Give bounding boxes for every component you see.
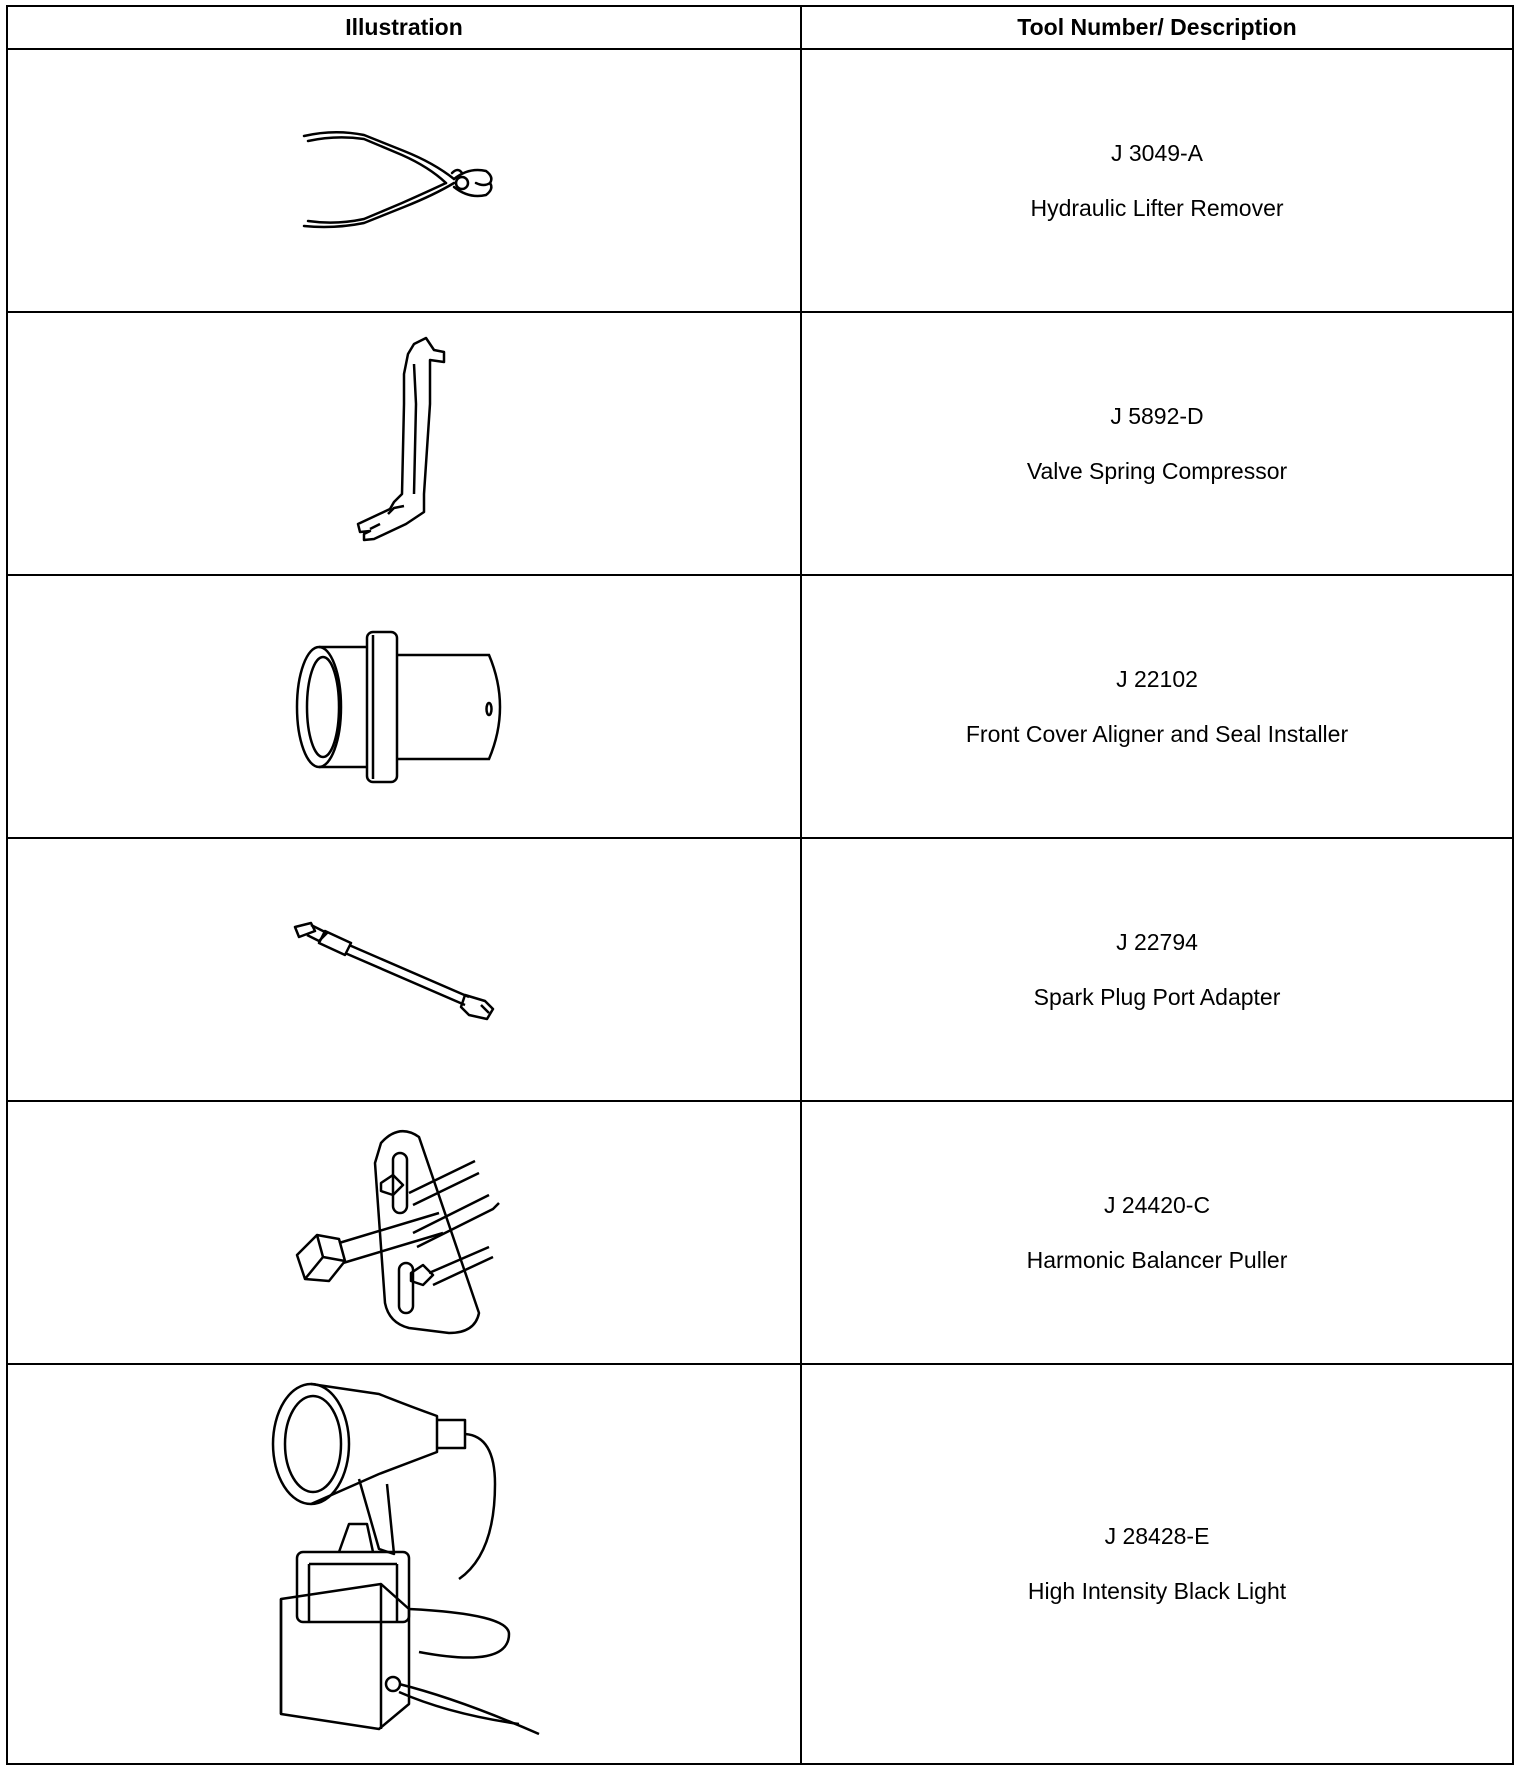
- table-row: J 3049-A Hydraulic Lifter Remover: [6, 48, 1514, 313]
- header-tool-description: Tool Number/ Description: [800, 5, 1514, 50]
- black-light-icon: [271, 1382, 540, 1736]
- special-tools-table: Illustration Tool Number/ Description: [6, 5, 1514, 1765]
- spark-plug-adapter-icon: [293, 921, 495, 1020]
- table-row: J 24420-C Harmonic Balancer Puller: [6, 1100, 1514, 1365]
- description-cell: J 3049-A Hydraulic Lifter Remover: [800, 48, 1514, 313]
- tool-description: Hydraulic Lifter Remover: [1030, 194, 1284, 221]
- illustration-cell: [6, 1100, 802, 1365]
- tool-number: J 22794: [1116, 928, 1198, 955]
- header-illustration: Illustration: [6, 5, 802, 50]
- table-row: J 22102 Front Cover Aligner and Seal Ins…: [6, 574, 1514, 839]
- tool-description: Harmonic Balancer Puller: [1026, 1246, 1288, 1273]
- tool-description: Valve Spring Compressor: [1026, 457, 1288, 484]
- tool-description: Spark Plug Port Adapter: [1033, 983, 1281, 1010]
- illustration-cell: [6, 837, 802, 1102]
- tool-number: J 24420-C: [1103, 1191, 1211, 1218]
- description-cell: J 28428-E High Intensity Black Light: [800, 1363, 1514, 1765]
- tool-number: J 3049-A: [1110, 139, 1204, 166]
- description-cell: J 22102 Front Cover Aligner and Seal Ins…: [800, 574, 1514, 839]
- tool-number: J 5892-D: [1110, 402, 1204, 429]
- illustration-cell: [6, 1363, 802, 1765]
- balancer-puller-icon: [295, 1129, 500, 1334]
- tool-description: Front Cover Aligner and Seal Installer: [965, 720, 1349, 747]
- table-row: J 28428-E High Intensity Black Light: [6, 1363, 1514, 1765]
- table-row: J 5892-D Valve Spring Compressor: [6, 311, 1514, 576]
- pliers-icon: [302, 130, 493, 228]
- seal-installer-icon: [295, 630, 502, 783]
- table-header-row: Illustration Tool Number/ Description: [6, 5, 1514, 50]
- description-cell: J 22794 Spark Plug Port Adapter: [800, 837, 1514, 1102]
- description-cell: J 24420-C Harmonic Balancer Puller: [800, 1100, 1514, 1365]
- tool-number: J 28428-E: [1104, 1523, 1210, 1549]
- description-cell: J 5892-D Valve Spring Compressor: [800, 311, 1514, 576]
- tool-number: J 22102: [1116, 665, 1198, 692]
- tool-description: High Intensity Black Light: [1027, 1578, 1287, 1604]
- illustration-cell: [6, 311, 802, 576]
- illustration-cell: [6, 574, 802, 839]
- table-row: J 22794 Spark Plug Port Adapter: [6, 837, 1514, 1102]
- valve-spring-compressor-icon: [356, 336, 446, 541]
- illustration-cell: [6, 48, 802, 313]
